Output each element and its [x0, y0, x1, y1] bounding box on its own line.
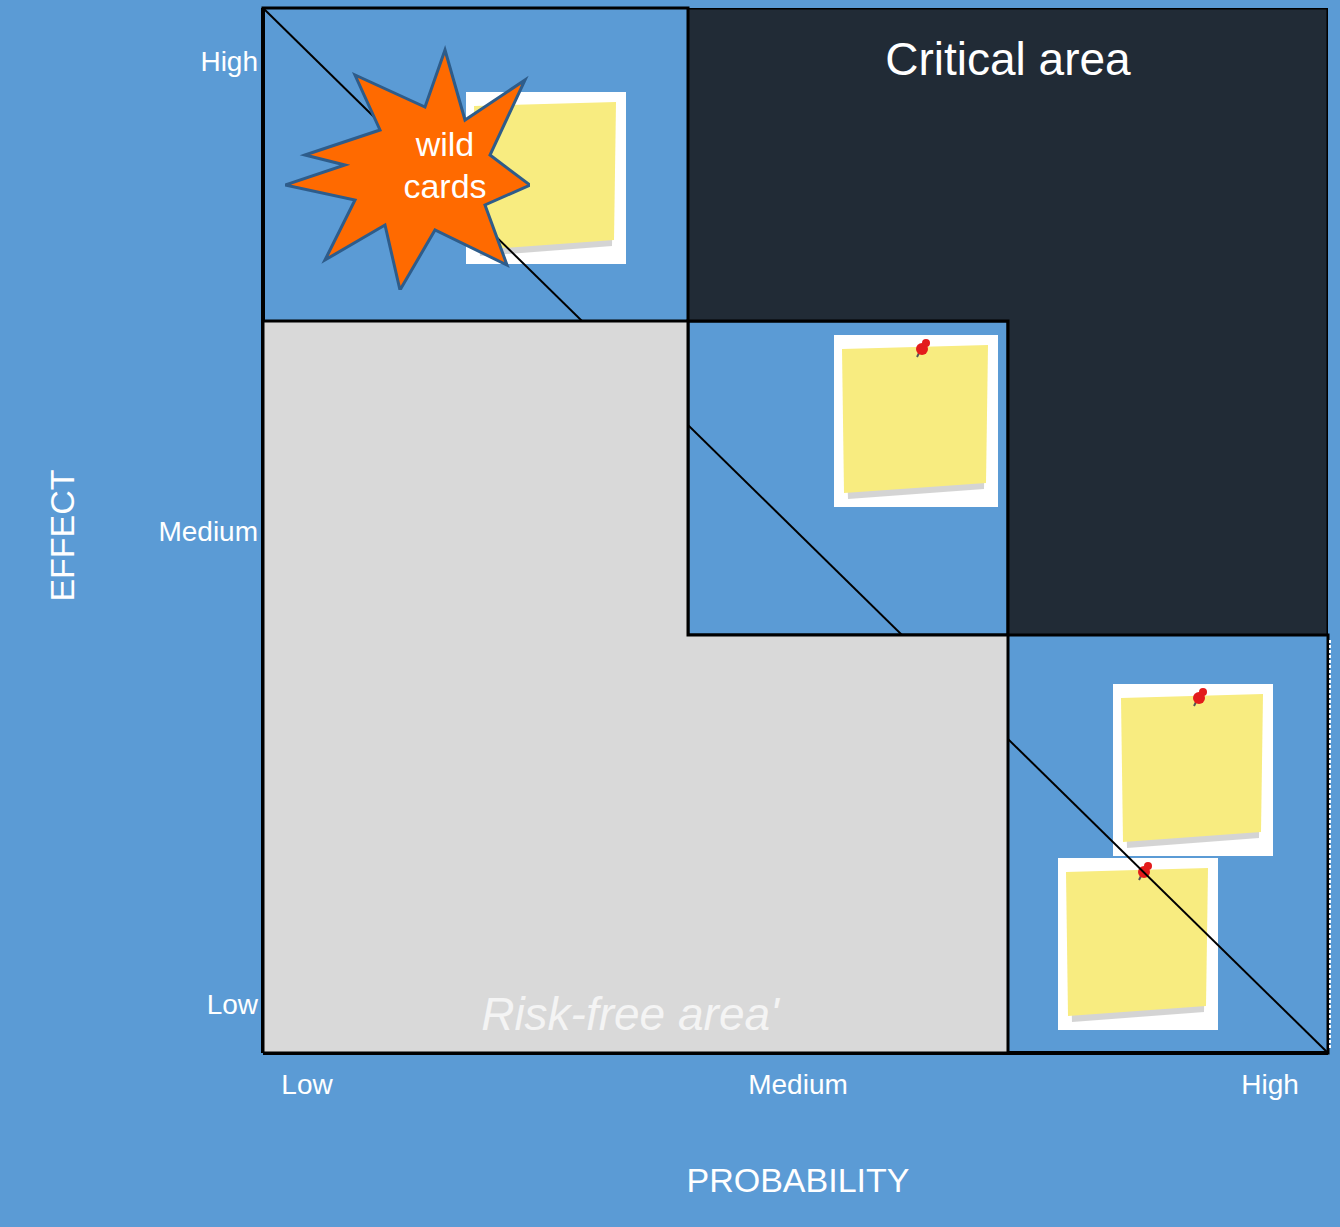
note-frame — [834, 335, 998, 507]
x-tick: High — [1241, 1069, 1299, 1101]
note-paper — [1066, 868, 1208, 1016]
wild-card-star-outline — [285, 35, 530, 290]
x-tick: Medium — [748, 1069, 848, 1101]
critical-area: Critical area — [688, 8, 1328, 635]
critical-area-outline — [688, 8, 1328, 635]
y-tick: Medium — [158, 516, 258, 548]
wild-card-star-shape — [285, 50, 530, 290]
axis-title: PROBABILITY — [687, 1161, 910, 1200]
risk-free-area: Risk-free area' — [263, 321, 1008, 1053]
wildcard-cell — [263, 8, 688, 321]
diagonal-line — [263, 8, 1328, 1053]
sticky-note — [834, 335, 998, 507]
x-tick: Low — [281, 1069, 332, 1101]
risk-free-area-outline — [263, 321, 1008, 1053]
middle-cell — [688, 321, 1008, 635]
note-frame — [1058, 858, 1218, 1030]
sticky-note — [1058, 858, 1218, 1030]
critical-area-text: Critical area — [885, 31, 1130, 89]
edge-mark — [1329, 640, 1331, 1050]
risk-free-area-text: Risk-free area' — [481, 986, 779, 1044]
wild-card-star: wild cards — [285, 35, 530, 290]
pin-head — [1144, 862, 1152, 870]
axis-title: EFFECT — [43, 469, 82, 601]
critical-area-shape — [688, 8, 1328, 635]
pin-head — [922, 339, 930, 347]
sticky-note — [1113, 684, 1273, 856]
y-tick: Low — [207, 989, 258, 1021]
risk-free-area-shape — [263, 321, 1008, 1053]
note-paper — [1121, 694, 1263, 842]
note-paper — [842, 345, 988, 493]
wild-card-star-text: wild cards — [385, 123, 505, 208]
bottom-right-cell — [1008, 635, 1328, 1053]
y-tick: High — [200, 46, 258, 78]
pin-head — [1199, 688, 1207, 696]
note-frame — [1113, 684, 1273, 856]
